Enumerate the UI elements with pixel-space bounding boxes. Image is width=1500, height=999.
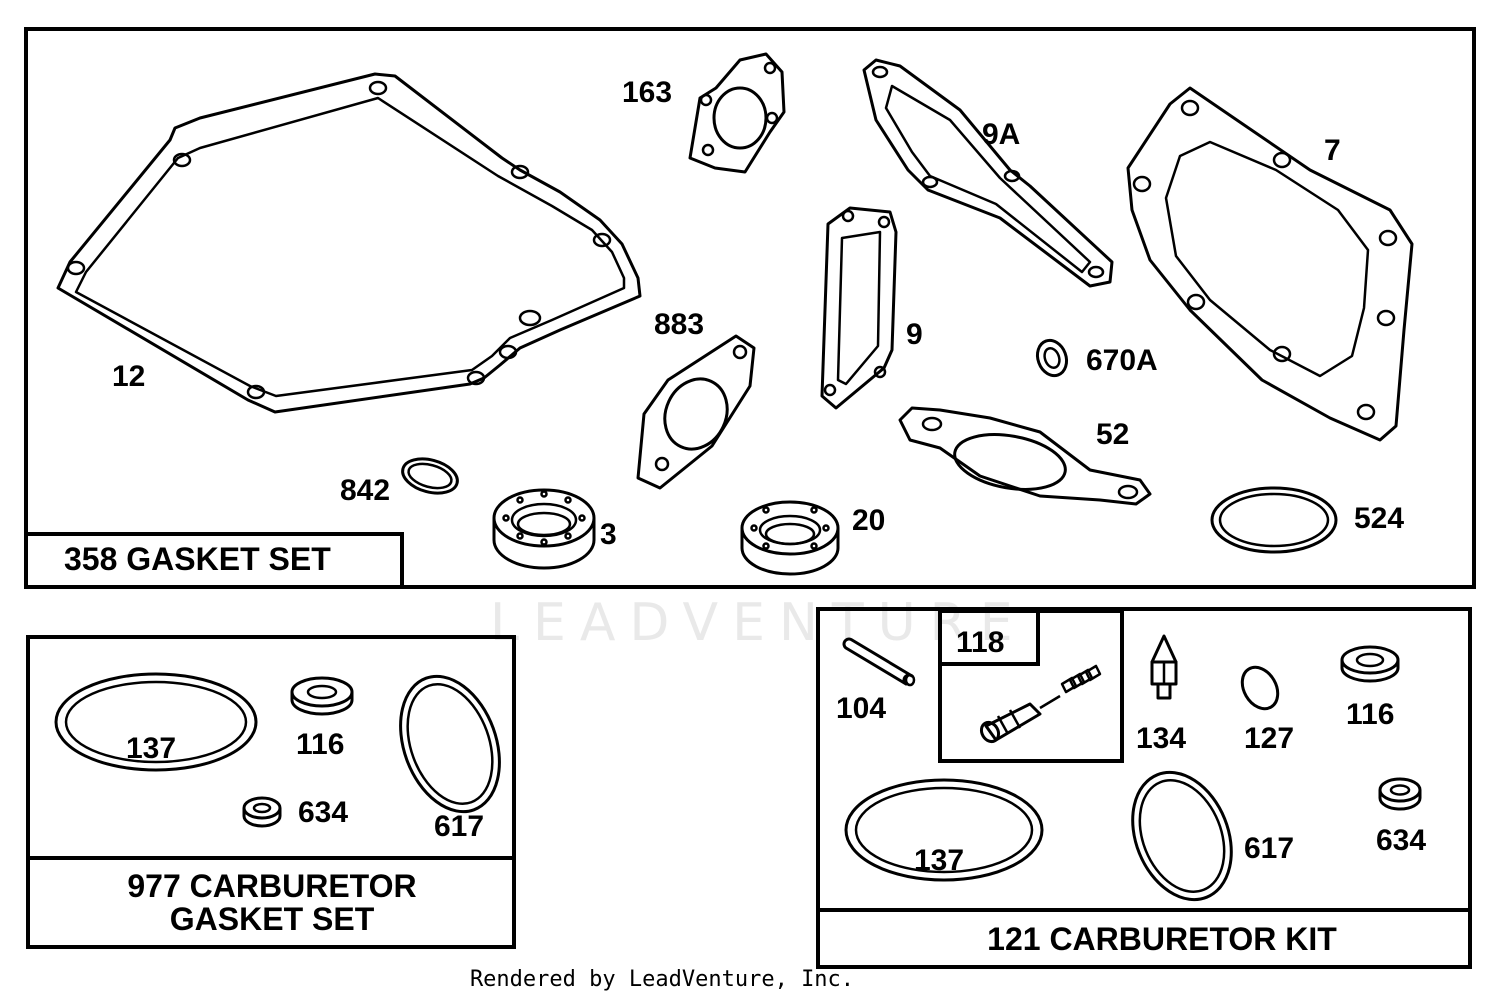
label-7: 7 (1324, 134, 1341, 167)
part-137-kit-o-ring (844, 778, 1044, 882)
gasket-set-panel (24, 27, 1476, 589)
label-118: 118 (956, 626, 1004, 659)
part-118-mixture-screw-and-spring (979, 664, 1102, 744)
label-883: 883 (654, 308, 704, 341)
label-9a: 9A (982, 118, 1020, 151)
label-634-b: 634 (1376, 824, 1426, 857)
watermark-text: LEADVENTURE (490, 593, 1027, 653)
part-104-pin (842, 637, 916, 687)
part-634-kit-washer (1378, 777, 1422, 811)
part-670a-seal (1035, 338, 1069, 378)
part-127-welch-plug (1240, 665, 1280, 711)
label-670a: 670A (1086, 344, 1158, 377)
gasket-set-title-box (24, 532, 404, 589)
part-617-kit-o-ring (1131, 770, 1233, 902)
part-883-intake-gasket (636, 334, 756, 490)
label-12: 12 (112, 360, 145, 393)
label-617-b: 617 (1244, 832, 1294, 865)
part-12-crankcase-gasket (56, 72, 642, 414)
part-134-needle-valve (1150, 634, 1178, 700)
carb-gasket-set-panel (26, 635, 516, 949)
label-634-a: 634 (298, 796, 348, 829)
part-116-kit-washer (1340, 645, 1400, 683)
gasket-set-title: 358 GASKET SET (64, 541, 331, 577)
label-137-a: 137 (126, 732, 176, 765)
label-104: 104 (836, 692, 886, 725)
label-20: 20 (852, 504, 885, 537)
footer-credit: Rendered by LeadVenture, Inc. (470, 967, 854, 992)
part-9-breather-gasket (820, 206, 898, 410)
label-127: 127 (1244, 722, 1294, 755)
part-52-exhaust-gasket (898, 406, 1152, 506)
carb-kit-title: 121 CARBURETOR KIT (987, 921, 1337, 957)
label-137-b: 137 (914, 844, 964, 877)
part-163-gasket (688, 52, 786, 174)
label-3: 3 (600, 518, 617, 551)
part-137-o-ring (54, 672, 258, 772)
part-9a-gasket (862, 58, 1114, 288)
carb-gasket-set-title-line1: 977 CARBURETOR (127, 868, 416, 904)
carb-gasket-set-title-line2: GASKET SET (170, 901, 375, 937)
label-9: 9 (906, 318, 923, 351)
part-634-washer (242, 796, 282, 828)
part-20-oil-seal (740, 500, 840, 576)
carb-kit-panel (816, 607, 1472, 969)
label-116-a: 116 (296, 728, 344, 761)
part-116-washer (290, 676, 354, 716)
label-52: 52 (1096, 418, 1129, 451)
part-118-label-box (938, 609, 1040, 666)
part-7-head-gasket (1126, 86, 1414, 442)
label-524: 524 (1354, 502, 1404, 535)
part-842-o-ring (401, 457, 459, 495)
label-617-a: 617 (434, 810, 484, 843)
part-524-o-ring (1210, 486, 1338, 554)
label-116-b: 116 (1346, 698, 1394, 731)
label-134: 134 (1136, 722, 1186, 755)
label-163: 163 (622, 76, 672, 109)
part-3-oil-seal (492, 488, 596, 570)
part-617-o-ring (399, 674, 501, 814)
label-842: 842 (340, 474, 390, 507)
